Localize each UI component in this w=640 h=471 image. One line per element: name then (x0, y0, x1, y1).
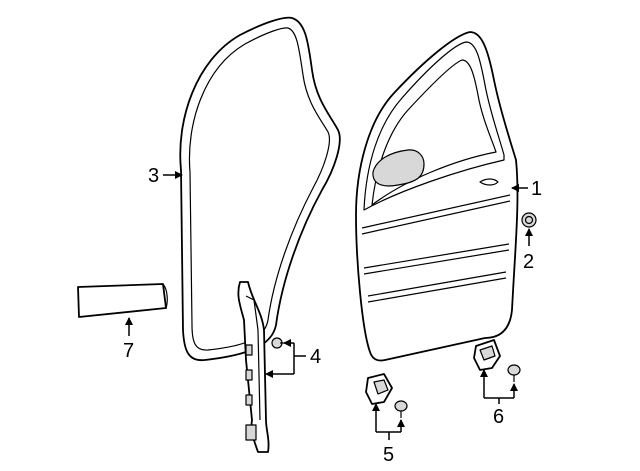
callout-labels: 1 2 3 4 5 6 7 (123, 165, 542, 466)
hinge-part-5[interactable] (365, 373, 408, 418)
callout-5: 5 (383, 444, 394, 466)
leader-lines (125, 171, 533, 440)
callout-6: 6 (493, 406, 504, 428)
callout-1: 1 (531, 178, 542, 200)
callout-3: 3 (148, 165, 159, 187)
bracket-part-4[interactable] (237, 281, 270, 453)
callout-2: 2 (523, 251, 534, 273)
grommet-part-2[interactable] (521, 212, 537, 228)
weatherstrip-part-3[interactable] (179, 16, 341, 362)
molding-part-7[interactable] (77, 283, 168, 318)
hinge-part-6[interactable] (473, 339, 521, 382)
door-part-1[interactable] (355, 31, 519, 362)
callout-4: 4 (310, 346, 321, 368)
callout-7: 7 (123, 340, 134, 362)
